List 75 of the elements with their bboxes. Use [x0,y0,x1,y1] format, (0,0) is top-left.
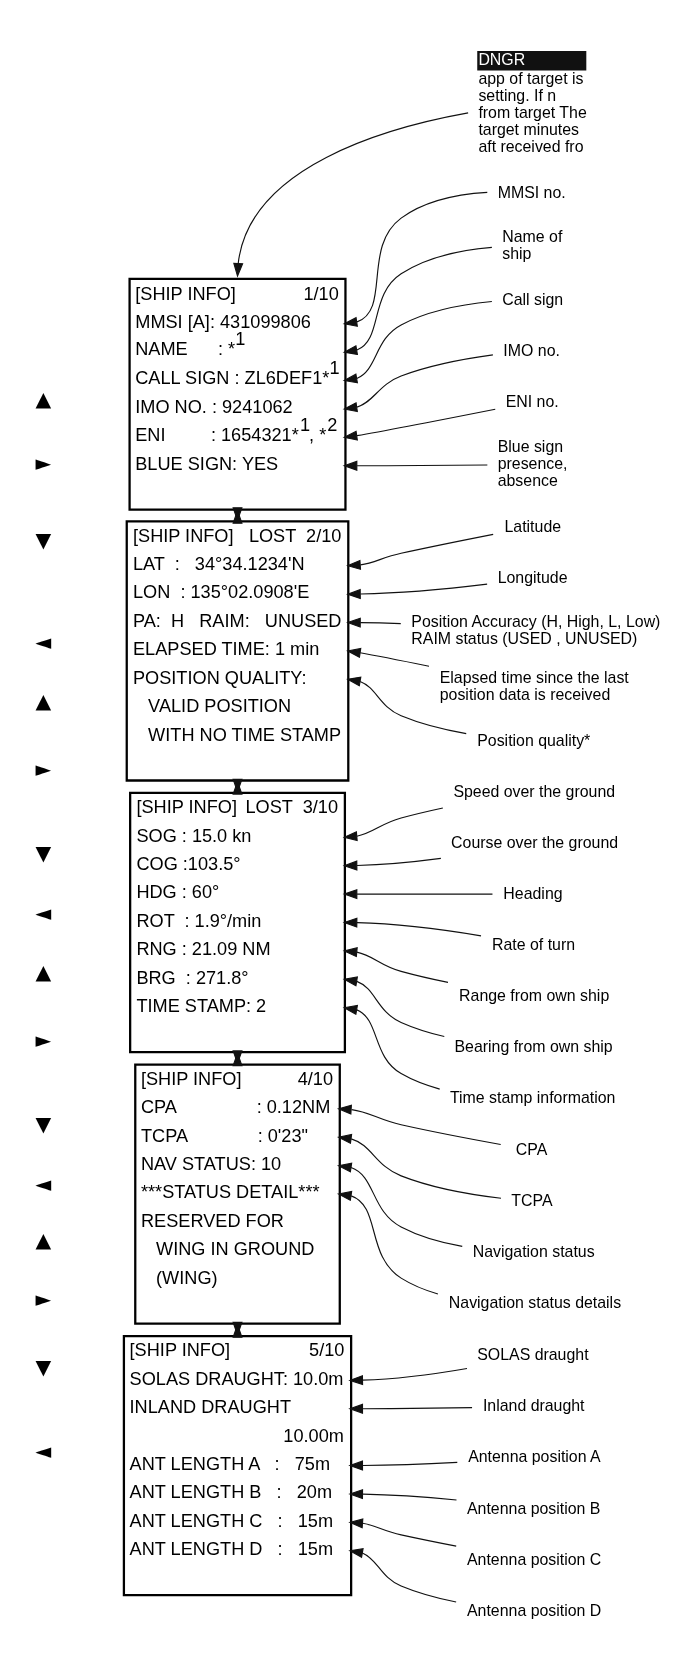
arrow [336,1133,502,1199]
node-text: Navigation status [472,1242,595,1260]
arrow [348,1459,458,1471]
label: ▼ [35,527,52,552]
arrow [342,946,449,983]
arrow [348,1488,458,1500]
arrow [348,1403,473,1414]
node-text: Longitude [497,568,568,586]
node-text: Position Accuracy (H, High, L, Low) RAIM status (USED , UNUSED) [411,612,661,647]
arrow [336,1103,502,1145]
label: ▲ [35,386,52,411]
node-text: Bearing from own ship [454,1037,613,1055]
arrow [348,1367,468,1385]
node-text: Heading [503,884,563,902]
node-text: IMO no. [503,341,560,359]
node-text: TCPA [511,1191,553,1209]
node-text: Time stamp information [449,1088,616,1106]
node-text: Antenna position B [467,1499,601,1517]
arrow [346,533,494,570]
node-text: Inland draught [482,1396,585,1414]
arrow [346,616,402,628]
node-text: Rate of turn [492,935,576,953]
label: ▲ [35,959,52,984]
label: ▲ [35,688,52,713]
arrow [342,408,496,441]
node-text: Latitude [504,517,562,535]
arrow [336,1162,463,1247]
node-label: app of target is setting. If n from target The target minutes aft received fro [478,69,587,155]
arrow [342,857,442,871]
node-text: Elapsed time since the last position data is received [439,668,629,703]
arrow [342,806,444,841]
node-text: MMSI no. [497,183,566,201]
label: ▼ [35,1111,52,1136]
label: ◄ [35,629,52,654]
arrow [342,460,488,471]
label: ▼ [35,1354,52,1379]
node-text: Course over the ground [451,833,619,851]
label: ▼ [35,840,52,865]
label: ► [35,1027,52,1052]
node-text: CPA [515,1140,548,1158]
node-text: Antenna position C [467,1550,602,1568]
arrow [342,888,494,899]
arrow [342,975,445,1037]
label: ► [35,450,52,475]
arrow [348,1547,457,1603]
node-text: ENI no. [505,392,559,410]
label: ► [35,756,52,781]
arrow [342,353,494,412]
node-text: Range from own ship [459,986,610,1004]
arrow [346,647,430,667]
arrow [342,300,493,383]
label: ◄ [35,900,52,925]
node-text: Antenna position A [468,1447,601,1465]
node-text: Blue sign presence, absence [497,437,568,489]
label: ◄ [35,1171,52,1196]
arrow [342,246,493,355]
label: ► [35,1286,52,1311]
arrow [342,1004,441,1090]
arrow [342,917,482,936]
arrow [346,583,488,599]
node-text: SOLAS draught [477,1345,589,1363]
node-text: Speed over the ground [453,782,616,800]
node-text: Call sign [502,290,564,308]
label: ◄ [35,1438,52,1463]
arrow [346,675,467,734]
node-text: Antenna position D [467,1601,602,1619]
node-text: Position quality* [477,731,591,748]
arrow [233,111,469,278]
label: ▲ [35,1227,52,1252]
arrow [336,1190,439,1295]
node-text: Navigation status details [448,1293,622,1311]
node-box: DNGR [477,50,587,70]
node-text: Name of ship [502,227,563,262]
arrow [342,191,488,327]
arrow [348,1517,457,1547]
